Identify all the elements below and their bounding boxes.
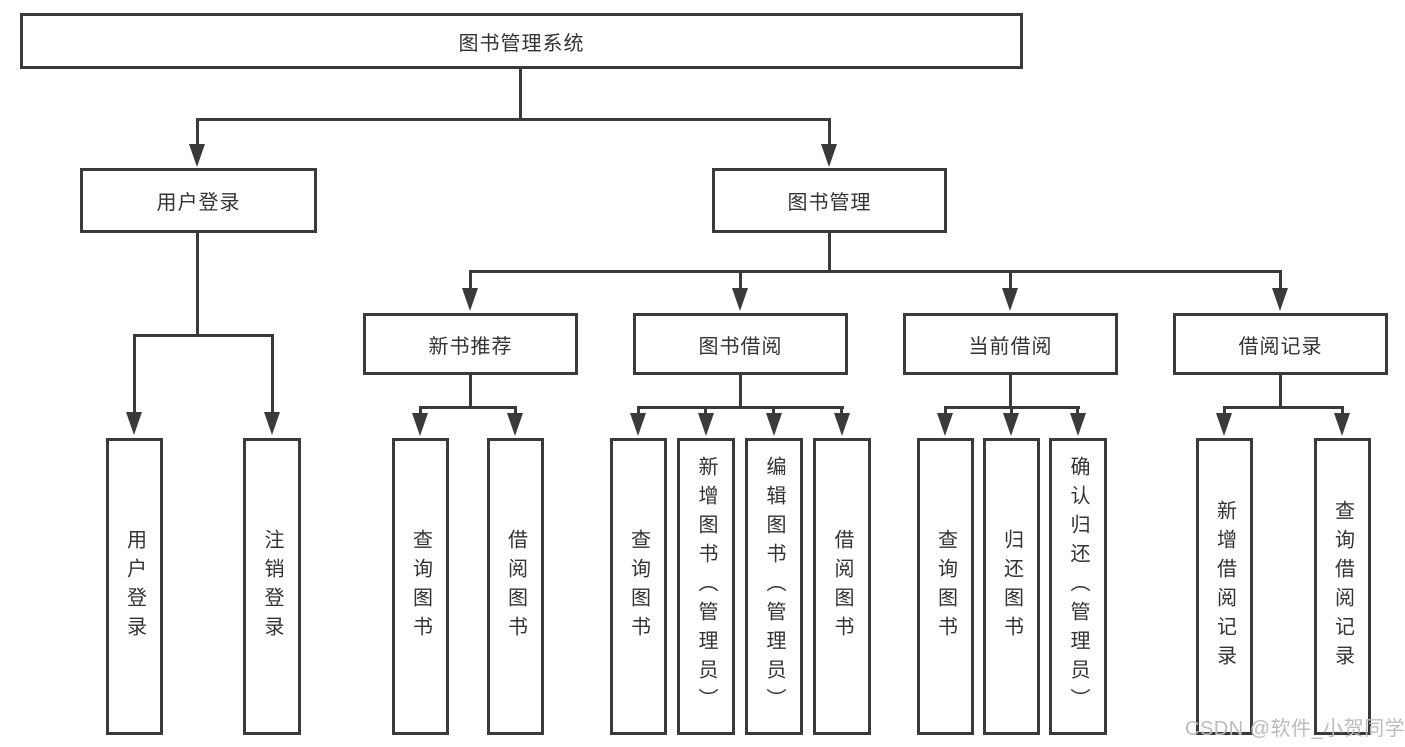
arrowhead-leaf (766, 413, 782, 436)
leaf-add-books-admin: 新增图书（管理员） (677, 438, 735, 735)
leaf-query-books-recommend-label: 查询图书 (409, 528, 432, 645)
connector-to-leaf-user-login (133, 334, 136, 413)
leaf-return-books: 归还图书 (983, 438, 1040, 735)
leaf-add-borrow-record: 新增借阅记录 (1196, 438, 1253, 735)
leaf-add-books-admin-label: 新增图书（管理员） (695, 456, 717, 717)
leaf-logout-login: 注销登录 (243, 438, 301, 735)
connector-to-user-login (196, 118, 199, 146)
arrowhead-user-login (189, 144, 205, 167)
connector-new-book-trunk (469, 373, 472, 409)
connector-to-leaf-logout (271, 334, 274, 413)
leaf-edit-books-admin-label: 编辑图书（管理员） (763, 456, 785, 717)
connector-stub (772, 406, 775, 416)
leaf-logout-login-label: 注销登录 (261, 528, 283, 645)
leaf-query-books-recommend: 查询图书 (392, 438, 449, 735)
connector-stub (637, 406, 640, 416)
arrowhead-leaf-logout (264, 412, 280, 435)
node-user-login: 用户登录 (80, 168, 317, 233)
connector-stub (1223, 406, 1226, 416)
connector-to-book-borrowing (739, 270, 742, 292)
leaf-query-books-borrowing: 查询图书 (610, 438, 667, 735)
leaf-borrow-books-borrowing: 借阅图书 (813, 438, 871, 735)
leaf-query-borrow-record-label: 查询借阅记录 (1331, 499, 1354, 674)
connector-stub (840, 406, 843, 416)
leaf-query-books-current: 查询图书 (917, 438, 974, 735)
node-library-system: 图书管理系统 (20, 13, 1023, 69)
connector-book-borrowing-split (637, 406, 844, 409)
connector-new-book-split (419, 406, 517, 409)
connector-borrowing-records-split (1223, 406, 1344, 409)
connector-borrowing-records-trunk (1279, 373, 1282, 409)
connector-book-management-split (469, 270, 1282, 273)
connector-root-trunk (519, 69, 522, 120)
node-new-book-recommendation: 新书推荐 (363, 313, 578, 375)
leaf-borrow-books-borrowing-label: 借阅图书 (831, 528, 853, 645)
connector-stub (514, 406, 517, 416)
connector-to-current-borrowing (1009, 270, 1012, 292)
connector-stub (704, 406, 707, 416)
node-borrowing-records: 借阅记录 (1173, 313, 1388, 375)
leaf-user-login-label: 用户登录 (123, 528, 146, 645)
watermark: CSDN @软件_小贺同学 (1185, 718, 1405, 740)
connector-stub (944, 406, 947, 416)
connector-stub (1076, 406, 1079, 416)
arrowhead-leaf (834, 413, 850, 436)
arrowhead-leaf (1334, 413, 1350, 436)
arrowhead-borrowing-records (1272, 288, 1288, 311)
leaf-confirm-return-admin-label: 确认归还（管理员） (1067, 456, 1089, 717)
connector-to-borrowing-records (1279, 270, 1282, 292)
leaf-borrow-books-recommend-label: 借阅图书 (504, 528, 527, 645)
node-book-management: 图书管理 (712, 168, 947, 233)
arrowhead-leaf (1070, 413, 1086, 436)
leaf-return-books-label: 归还图书 (1000, 528, 1023, 645)
arrowhead-current-borrowing (1002, 288, 1018, 311)
connector-to-new-book (469, 270, 472, 292)
arrowhead-book-management (821, 144, 837, 167)
connector-book-borrowing-trunk (739, 373, 742, 409)
node-current-borrowing: 当前借阅 (903, 313, 1118, 375)
connector-root-split (196, 118, 831, 121)
leaf-edit-books-admin: 编辑图书（管理员） (745, 438, 803, 735)
connector-stub (419, 406, 422, 416)
arrowhead-new-book (462, 288, 478, 311)
connector-book-management-trunk (828, 231, 831, 272)
connector-stub (1341, 406, 1344, 416)
connector-to-book-management (828, 118, 831, 146)
arrowhead-leaf (412, 413, 428, 436)
leaf-query-books-borrowing-label: 查询图书 (627, 528, 650, 645)
leaf-confirm-return-admin: 确认归还（管理员） (1049, 438, 1107, 735)
arrowhead-leaf (698, 413, 714, 436)
arrowhead-book-borrowing (732, 288, 748, 311)
connector-stub (1010, 406, 1013, 416)
leaf-add-borrow-record-label: 新增借阅记录 (1213, 499, 1236, 674)
arrowhead-leaf-user-login (126, 412, 142, 435)
connector-user-login-trunk (196, 231, 199, 336)
leaf-query-borrow-record: 查询借阅记录 (1314, 438, 1371, 735)
leaf-user-login: 用户登录 (106, 438, 163, 735)
arrowhead-leaf (1003, 413, 1019, 436)
leaf-borrow-books-recommend: 借阅图书 (487, 438, 544, 735)
connector-user-login-split (133, 334, 274, 337)
connector-current-borrowing-trunk (1009, 373, 1012, 409)
arrowhead-leaf (1216, 413, 1232, 436)
arrowhead-leaf (630, 413, 646, 436)
arrowhead-leaf (937, 413, 953, 436)
arrowhead-leaf (507, 413, 523, 436)
leaf-query-books-current-label: 查询图书 (934, 528, 957, 645)
node-book-borrowing: 图书借阅 (633, 313, 848, 375)
